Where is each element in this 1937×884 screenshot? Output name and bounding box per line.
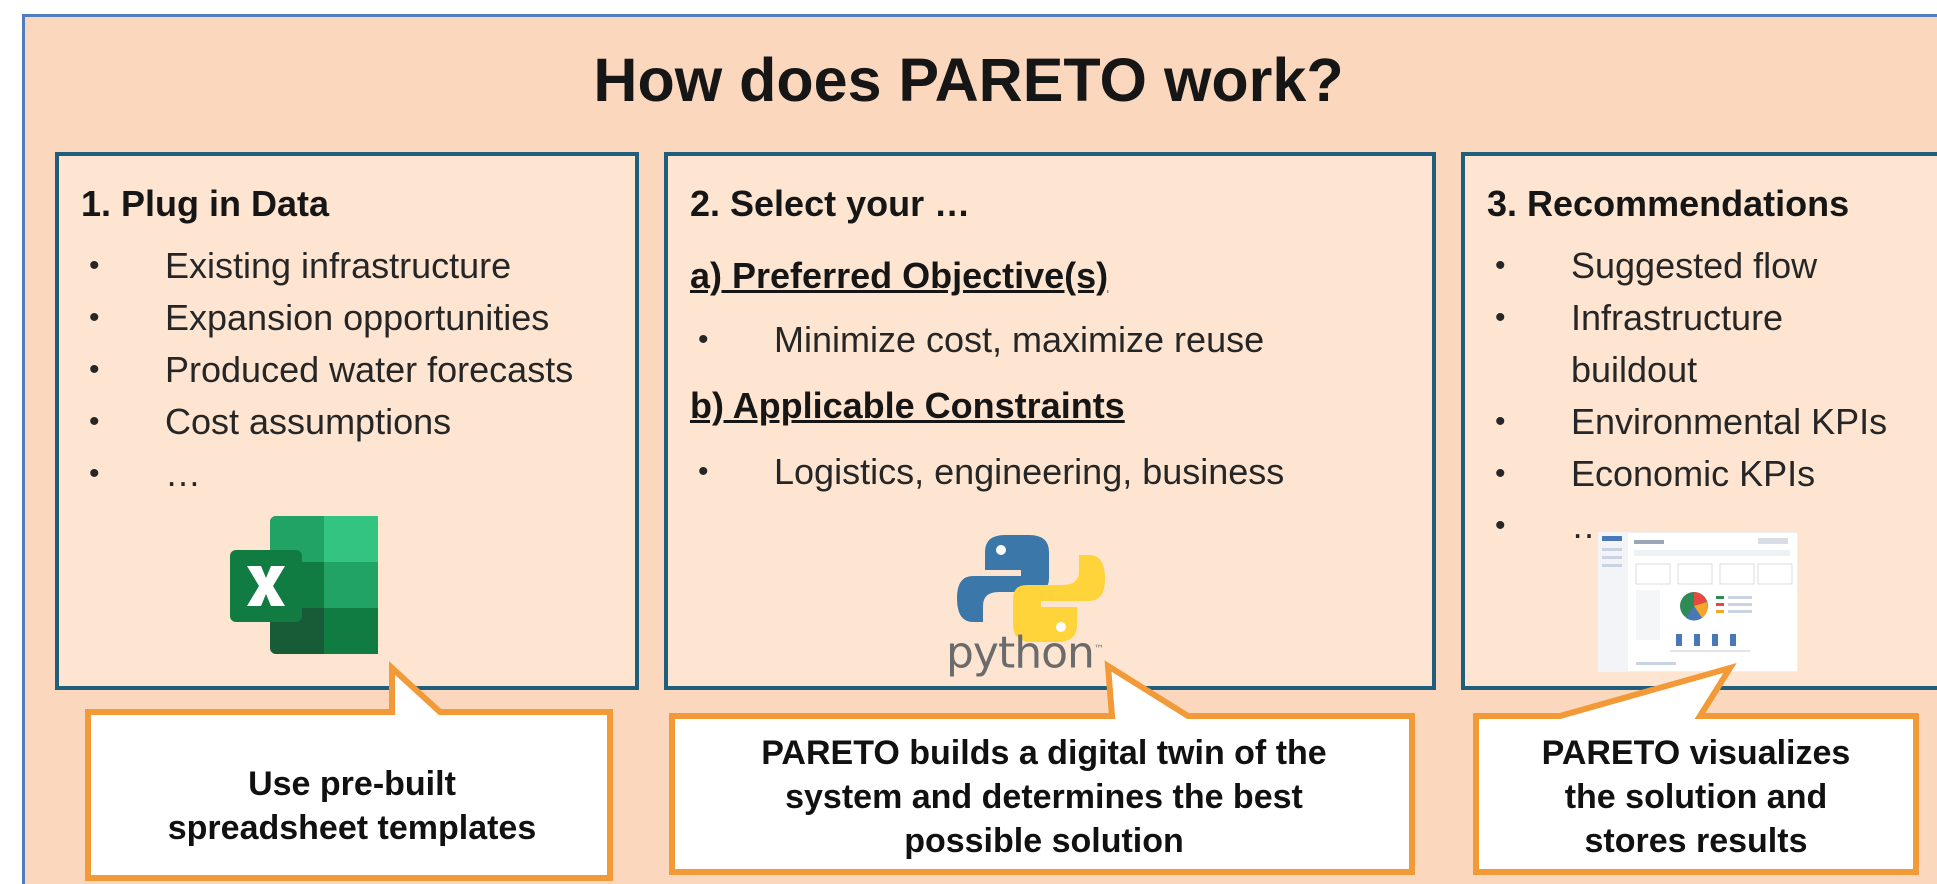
list-item: • Environmental KPIs (1487, 396, 1887, 448)
bullet-list: • Minimize cost, maximize reuse (690, 314, 1264, 366)
python-logo-icon (957, 535, 1105, 642)
bullet-icon: • (1495, 457, 1506, 490)
bullet-icon: • (89, 405, 100, 438)
callout-text-block: Use pre-built spreadsheet templates (168, 762, 537, 850)
callout-text-digital-twin: PARETO builds a digital twin of the syst… (677, 722, 1411, 872)
callout-line: spreadsheet templates (167, 809, 537, 847)
list-item-text: Environmental KPIs (1571, 401, 1888, 442)
list-item-continuation: buildout (1487, 344, 1887, 396)
bullet-icon: • (698, 323, 709, 356)
bullet-icon: • (1495, 405, 1506, 438)
callout-line: stores results (1584, 822, 1808, 860)
list-item-text: Economic KPIs (1571, 453, 1816, 494)
python-wordmark-text: python (946, 627, 1095, 679)
panel-heading: 1. Plug in Data (81, 183, 330, 224)
list-item: • Produced water forecasts (81, 344, 573, 396)
list-item: • Minimize cost, maximize reuse (690, 314, 1264, 366)
callout-text-visualizes: PARETO visualizes the solution and store… (1476, 722, 1916, 872)
list-item-text: Suggested flow (1571, 245, 1818, 286)
bullet-icon: • (89, 457, 100, 490)
bullet-list: • Suggested flow • Infrastructure buildout… (1487, 240, 1887, 552)
bullet-icon: • (1495, 249, 1506, 282)
callout-line: PARETO builds a digital twin of the (761, 734, 1327, 772)
list-item-text: Produced water forecasts (165, 349, 574, 390)
callout-line: the solution and (1564, 778, 1828, 816)
bullet-icon: • (1495, 509, 1506, 542)
list-item-text: Expansion opportunities (165, 297, 550, 338)
bullet-icon: • (89, 353, 100, 386)
list-item: • Existing infrastructure (81, 240, 573, 292)
callout-line: PARETO visualizes (1541, 734, 1851, 772)
subheading-constraints: b) Applicable Constraints (690, 385, 1125, 426)
list-item-text: … (165, 453, 201, 494)
list-item: • Cost assumptions (81, 396, 573, 448)
callout-bubble-1 (85, 661, 613, 881)
callout-bubble-2 (669, 660, 1415, 875)
callout-text-block: PARETO builds a digital twin of the syst… (761, 731, 1326, 863)
bullet-icon: • (1495, 301, 1506, 334)
list-item: • Economic KPIs (1487, 448, 1887, 500)
callout-line: Use pre-built (248, 765, 456, 803)
list-item-text: Logistics, engineering, business (774, 451, 1285, 492)
python-wordmark: python™ (946, 624, 1104, 680)
callout-text-templates: Use pre-built spreadsheet templates (92, 738, 612, 874)
excel-icon (230, 516, 378, 654)
list-item-text: Minimize cost, maximize reuse (774, 319, 1265, 360)
panel-heading: 3. Recommendations (1487, 183, 1850, 224)
list-item-text: Cost assumptions (165, 401, 452, 442)
bullet-list: • Existing infrastructure • Expansion oppo… (81, 240, 573, 500)
list-item: • Suggested flow (1487, 240, 1887, 292)
bullet-icon: • (89, 249, 100, 282)
list-item-text: Infrastructure (1571, 297, 1784, 338)
bullet-list: • Logistics, engineering, business (690, 446, 1284, 498)
list-item: •… (81, 448, 573, 500)
callout-text-block: PARETO visualizes the solution and store… (1542, 731, 1851, 863)
trademark-symbol: ™ (1093, 644, 1104, 655)
callout-line: system and determines the best (785, 778, 1303, 816)
list-item: • Expansion opportunities (81, 292, 573, 344)
callout-line: possible solution (904, 822, 1184, 860)
subheading-objectives: a) Preferred Objective(s) (690, 255, 1109, 296)
bullet-icon: • (698, 455, 709, 488)
panel-heading: 2. Select your … (690, 183, 971, 224)
list-item-text: Existing infrastructure (165, 245, 512, 286)
list-item-text: buildout (1571, 349, 1698, 390)
dashboard-screenshot-icon (1598, 532, 1798, 672)
page-title: How does PARETO work? (593, 46, 1344, 114)
list-item: • Infrastructure (1487, 292, 1887, 344)
bullet-icon: • (89, 301, 100, 334)
list-item: • Logistics, engineering, business (690, 446, 1284, 498)
callout-bubble-3 (1473, 663, 1919, 875)
